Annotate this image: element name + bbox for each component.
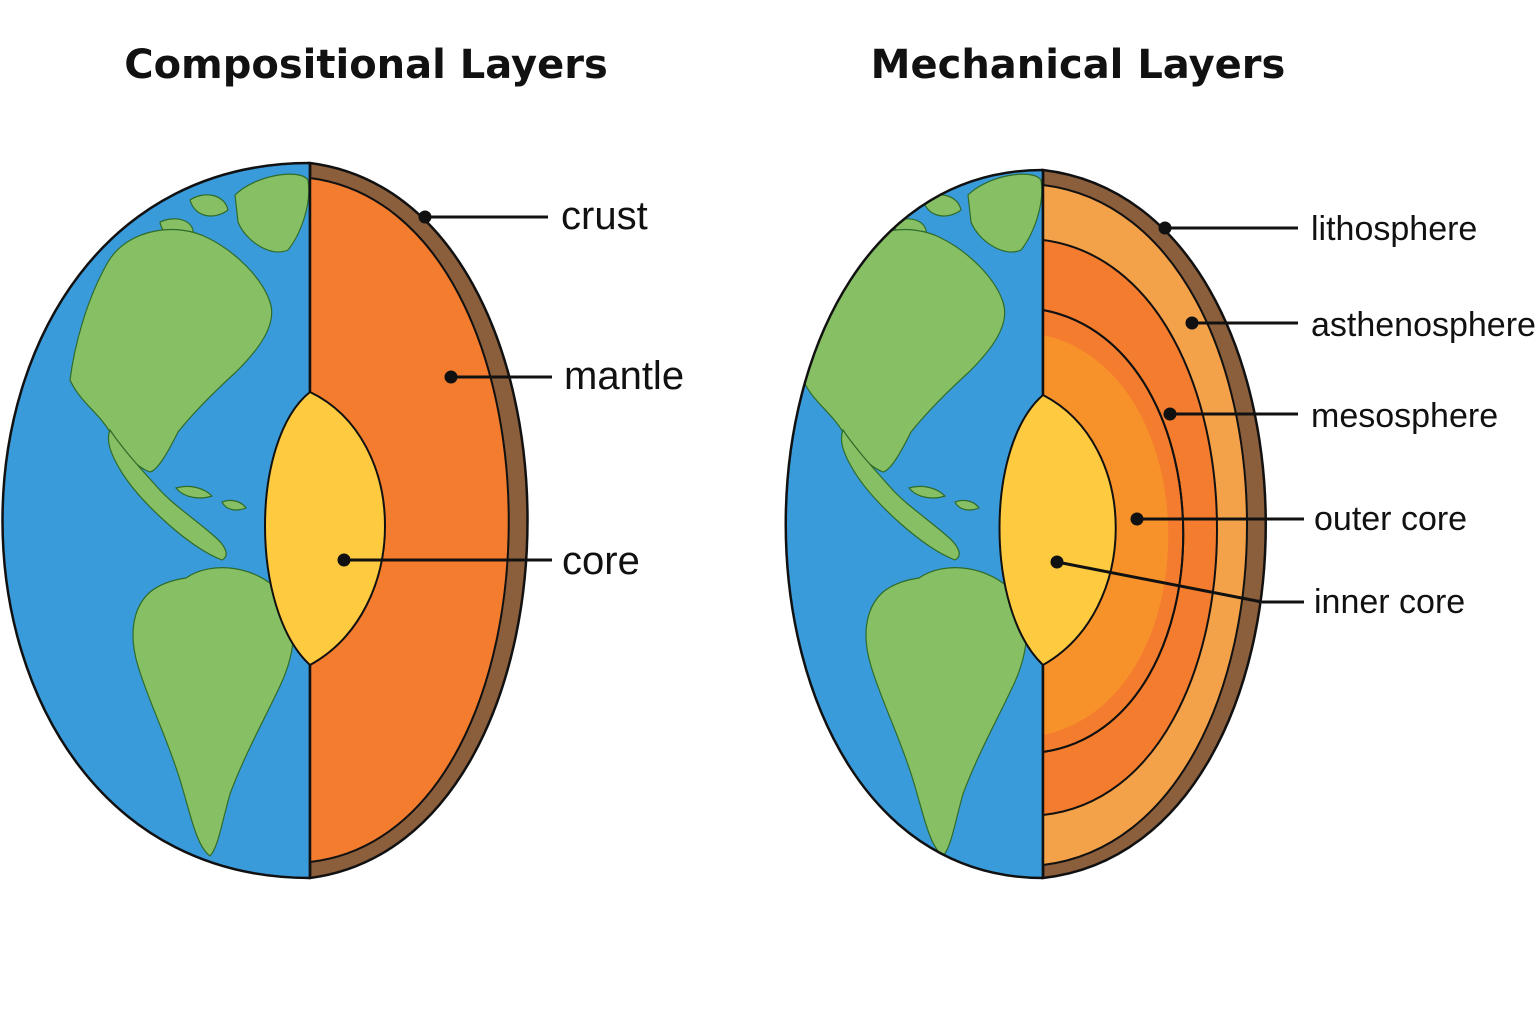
compositional-layers-title: Compositional Layers xyxy=(124,42,608,88)
left-globe-outline xyxy=(1,161,311,880)
compositional-globe xyxy=(1,161,529,880)
right-globe-outline xyxy=(784,168,1044,880)
compositional-leaders xyxy=(337,210,552,567)
inner-core-layer xyxy=(998,393,1117,667)
mechanical-globe xyxy=(784,168,1267,880)
outer-core-label: outer core xyxy=(1314,500,1467,538)
asthenosphere-label: asthenosphere xyxy=(1311,306,1536,344)
mesosphere-boundary xyxy=(1042,309,1185,753)
mesosphere-label: mesosphere xyxy=(1311,397,1498,435)
core-label: core xyxy=(562,539,640,583)
core-layer xyxy=(264,390,386,667)
mantle-label: mantle xyxy=(564,354,684,398)
mechanical-leaders xyxy=(1050,221,1304,604)
inner-core-label: inner core xyxy=(1314,583,1465,621)
crust-label: crust xyxy=(561,194,648,238)
mechanical-layers-title: Mechanical Layers xyxy=(870,42,1286,88)
mantle-layer xyxy=(309,176,510,864)
lithosphere-label: lithosphere xyxy=(1311,210,1477,248)
